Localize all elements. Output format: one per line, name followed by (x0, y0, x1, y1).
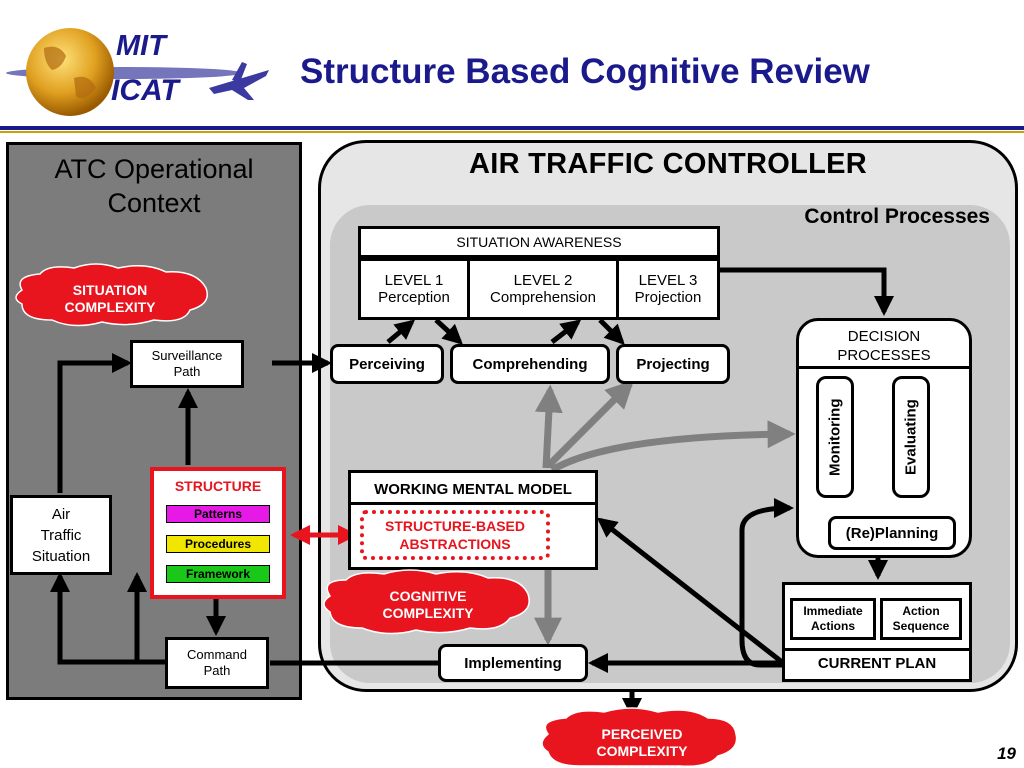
comprehending-label: Comprehending (472, 355, 588, 373)
perceived-complexity-cloud (541, 707, 738, 768)
working-mental-model-label: WORKING MENTAL MODEL (374, 481, 572, 498)
projecting-box: Projecting (616, 344, 730, 384)
implementing-box: Implementing (438, 644, 588, 682)
perceived-complexity-label: PERCEIVED COMPLEXITY (596, 726, 688, 759)
control-processes-title: Control Processes (804, 205, 990, 228)
level-1-box: LEVEL 1 Perception (358, 258, 470, 320)
controller-title: AIR TRAFFIC CONTROLLER (468, 148, 868, 180)
level-2-label: LEVEL 2 Comprehension (490, 272, 596, 306)
level-3-label: LEVEL 3 Projection (634, 272, 702, 306)
command-path-label: Command Path (187, 647, 247, 678)
action-sequence-label: Action Sequence (892, 604, 950, 633)
air-traffic-situation-box: Air Traffic Situation (10, 495, 112, 575)
situation-awareness-label: SITUATION AWARENESS (456, 233, 622, 250)
surveillance-path-box: Surveillance Path (130, 340, 244, 388)
implementing-label: Implementing (464, 654, 562, 672)
level-3-box: LEVEL 3 Projection (616, 258, 720, 320)
framework-tag: Framework (166, 565, 270, 583)
header-rule-blue (0, 126, 1024, 130)
situation-complexity-cloud (15, 263, 208, 327)
structure-based-abstractions-label: STRUCTURE-BASED ABSTRACTIONS (385, 518, 525, 552)
context-title: ATC Operational Context (54, 154, 254, 218)
current-plan-label: CURRENT PLAN (817, 655, 937, 672)
replanning-box: (Re)Planning (828, 516, 956, 550)
logo-mit-text: MIT (116, 30, 166, 62)
logo-icat-text: ICAT (111, 74, 179, 107)
logo (4, 18, 274, 118)
command-path-box: Command Path (165, 637, 269, 689)
structure-based-abstractions-box: STRUCTURE-BASED ABSTRACTIONS (360, 510, 550, 560)
cognitive-complexity-label: COGNITIVE COMPLEXITY (382, 588, 474, 621)
situation-complexity-label: SITUATION COMPLEXITY (64, 282, 156, 315)
comprehending-box: Comprehending (450, 344, 610, 384)
decision-processes-divider (799, 366, 969, 369)
replanning-label: (Re)Planning (845, 524, 939, 542)
situation-awareness-header: SITUATION AWARENESS (358, 226, 720, 258)
perceiving-box: Perceiving (330, 344, 444, 384)
header-rule-gold (0, 131, 1024, 133)
air-traffic-situation-label: Air Traffic Situation (31, 505, 91, 565)
immediate-actions-label: Immediate Actions (803, 604, 863, 633)
page-number: 19 (997, 744, 1016, 763)
level-1-label: LEVEL 1 Perception (378, 272, 450, 306)
page-title: Structure Based Cognitive Review (300, 52, 870, 91)
projecting-label: Projecting (636, 355, 710, 373)
decision-processes-label: DECISION PROCESSES (837, 328, 931, 364)
structure-label: STRUCTURE (174, 478, 262, 494)
action-sequence-box: Action Sequence (880, 598, 962, 640)
immediate-actions-box: Immediate Actions (790, 598, 876, 640)
context-panel (6, 142, 302, 700)
procedures-tag: Procedures (166, 535, 270, 553)
cognitive-complexity-cloud (323, 569, 530, 635)
surveillance-path-label: Surveillance Path (151, 348, 223, 379)
working-mental-model-divider (351, 502, 595, 505)
current-plan-divider (785, 648, 969, 651)
working-mental-model-box: WORKING MENTAL MODEL (348, 470, 598, 570)
perceiving-label: Perceiving (349, 355, 425, 373)
patterns-tag: Patterns (166, 505, 270, 523)
level-2-box: LEVEL 2 Comprehension (467, 258, 619, 320)
globe-icon (6, 28, 269, 116)
